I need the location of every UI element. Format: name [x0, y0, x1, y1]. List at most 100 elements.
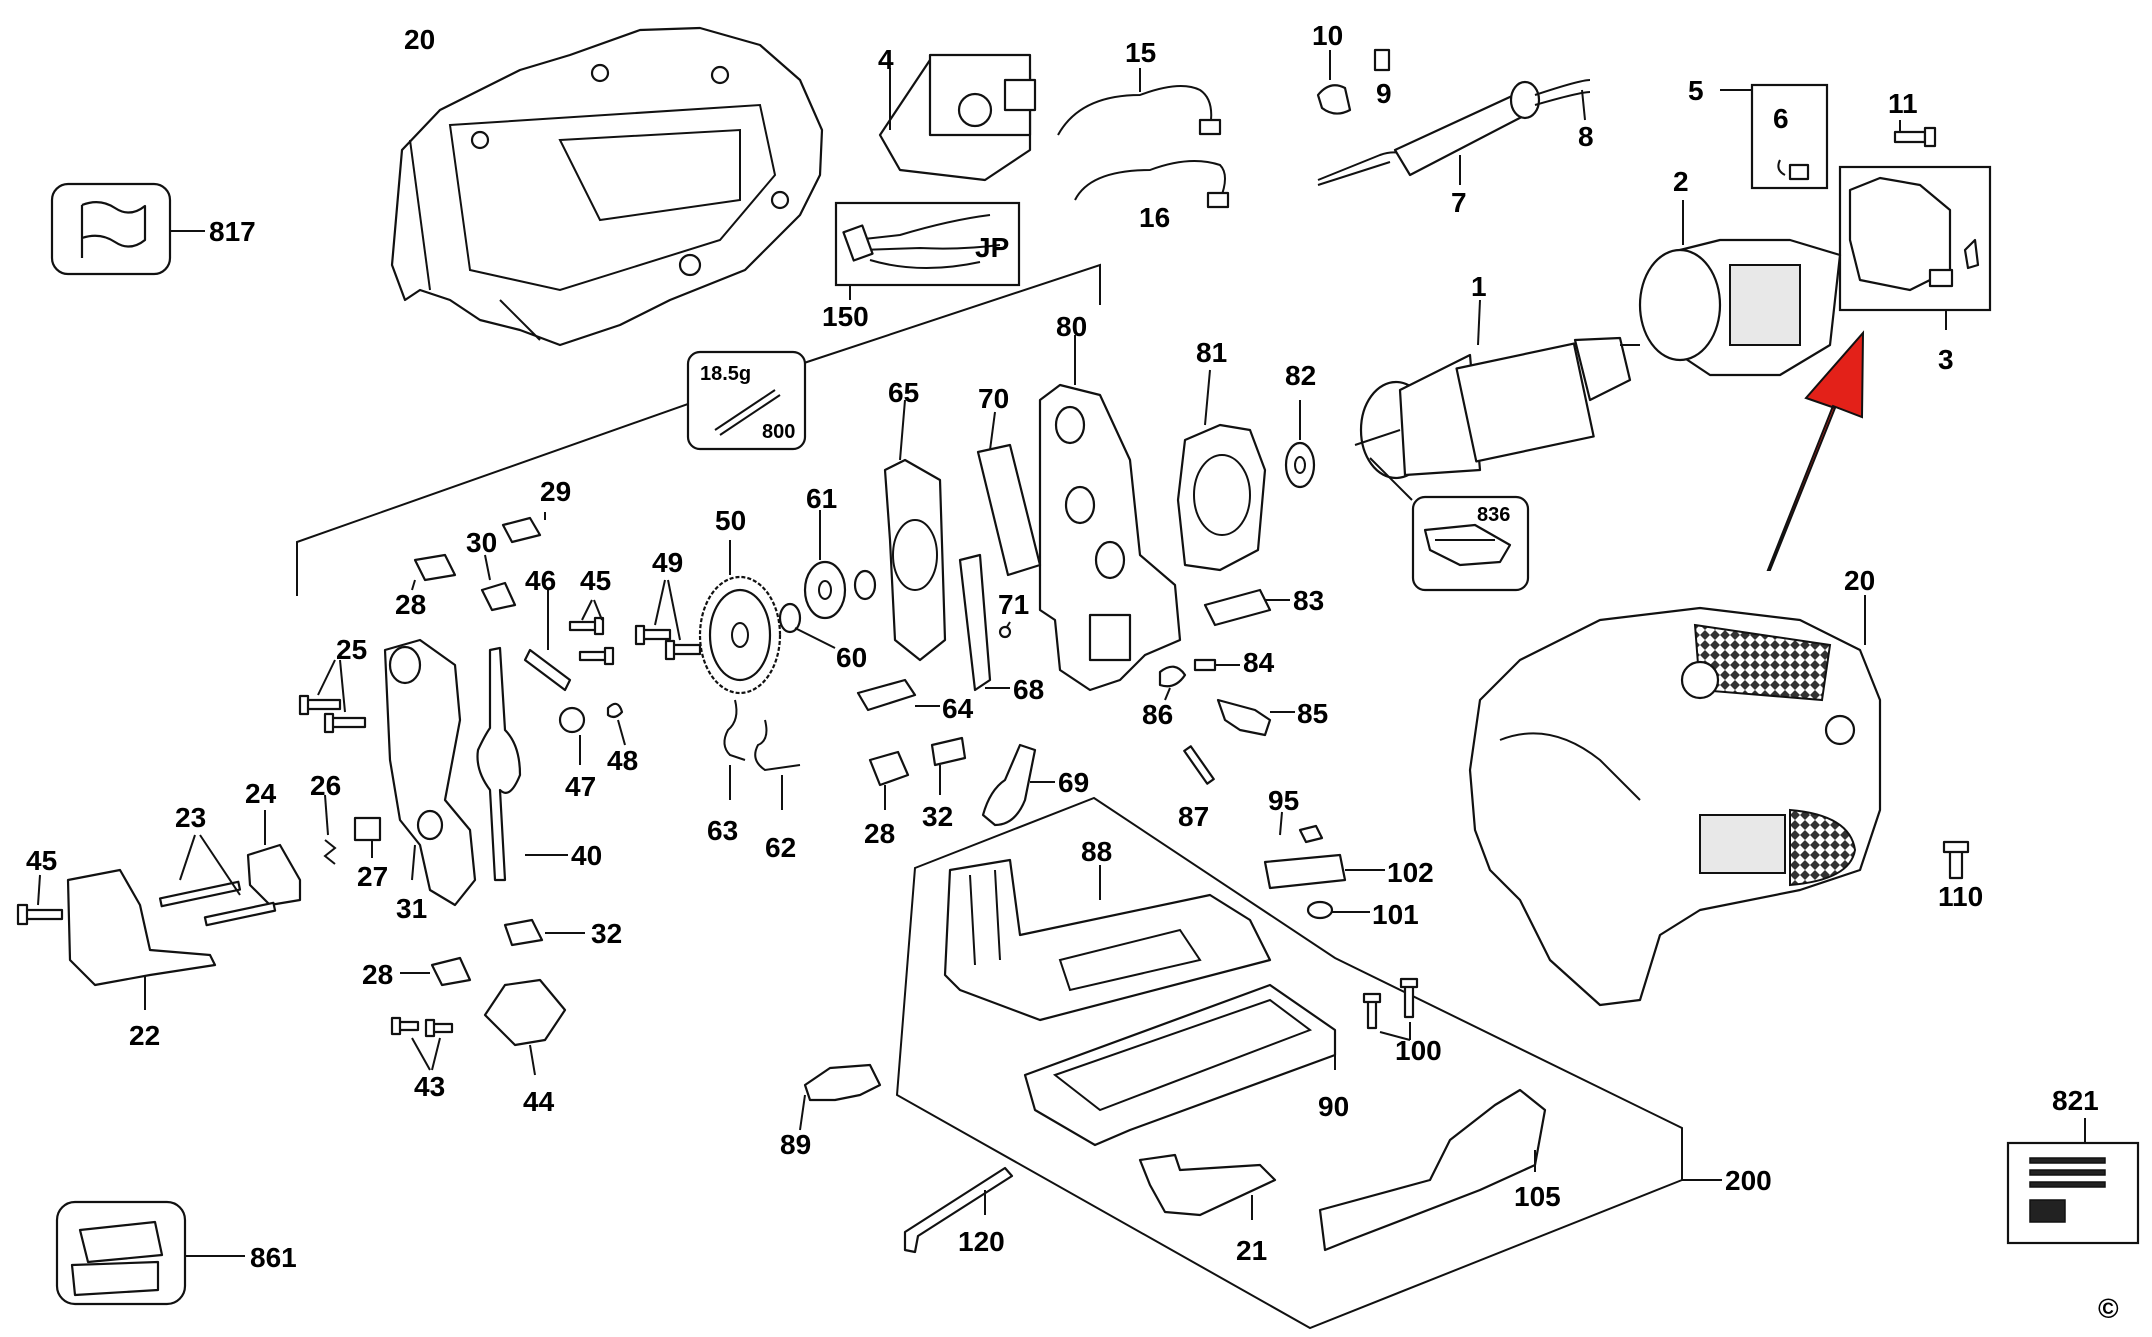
hex-key-120: [903, 1166, 1014, 1254]
label-46: 46: [525, 565, 556, 596]
power-cord: [1317, 79, 1591, 186]
pin-87: [1183, 745, 1215, 785]
pad-28-mid: [868, 750, 910, 787]
label-120: 120: [958, 1226, 1005, 1257]
label-95: 95: [1268, 785, 1299, 816]
housing-half-left: [390, 26, 824, 347]
label-61: 61: [806, 483, 837, 514]
label-23: 23: [175, 802, 206, 833]
label-81: 81: [1196, 337, 1227, 368]
link-46: [523, 648, 572, 692]
bearing-82: [1284, 441, 1316, 489]
label-861: 861: [250, 1242, 297, 1273]
label-110: 110: [1938, 881, 1983, 912]
pad-32-mid: [930, 736, 967, 767]
label-22: 22: [129, 1020, 160, 1051]
label-71: 71: [998, 589, 1029, 620]
label-28-top: 28: [395, 589, 426, 620]
label-64: 64: [942, 693, 974, 724]
block-27: [353, 816, 382, 842]
label-grease: 18.5g: [700, 363, 751, 385]
label-45-left: 45: [26, 845, 57, 876]
label-84: 84: [1243, 647, 1275, 678]
label-85: 85: [1297, 698, 1328, 729]
label-10: 10: [1312, 20, 1343, 51]
label-jp: JP: [975, 232, 1009, 263]
nut-95: [1298, 824, 1324, 844]
label-80: 80: [1056, 311, 1087, 342]
screws-45-top: [568, 616, 615, 666]
screws-43: [390, 1016, 454, 1038]
label-90: 90: [1318, 1091, 1349, 1122]
label-105: 105: [1514, 1181, 1561, 1212]
block-30: [480, 581, 517, 612]
clip-48: [606, 702, 624, 719]
label-65: 65: [888, 377, 919, 408]
label-4: 4: [878, 44, 894, 75]
sole-plate-88: [943, 858, 1272, 1022]
label-63: 63: [707, 815, 738, 846]
label-102: 102: [1387, 857, 1434, 888]
pad-28-bottom: [430, 956, 472, 987]
label-60: 60: [836, 642, 867, 673]
clip-89: [803, 1063, 882, 1102]
label-6: 6: [1773, 103, 1789, 134]
label-20-right: 20: [1844, 565, 1875, 596]
label-200: 200: [1725, 1165, 1772, 1196]
label-45-top: 45: [580, 565, 611, 596]
knob-85: [1216, 698, 1272, 737]
guard-22: [66, 868, 217, 987]
label-82: 82: [1285, 360, 1316, 391]
label-836: 836: [1477, 504, 1510, 526]
plunger-rod-40: [476, 646, 522, 882]
label-32-bottom: 32: [591, 918, 622, 949]
label-800: 800: [762, 421, 795, 443]
plate-102: [1263, 853, 1347, 890]
label-7: 7: [1451, 187, 1467, 218]
label-3: 3: [1938, 344, 1954, 375]
label-30: 30: [466, 527, 497, 558]
box-800: [686, 350, 807, 451]
gearbox-group-line: [296, 263, 1101, 596]
label-49: 49: [652, 547, 683, 578]
label-70: 70: [978, 383, 1009, 414]
chip-deflector-21: [1138, 1153, 1277, 1217]
label-44: 44: [523, 1086, 555, 1117]
label-15: 15: [1125, 37, 1156, 68]
label-26: 26: [310, 770, 341, 801]
label-24: 24: [245, 778, 277, 809]
label-68: 68: [1013, 674, 1044, 705]
label-27: 27: [357, 861, 388, 892]
bearing-61: [803, 560, 847, 620]
label-83: 83: [1293, 585, 1324, 616]
label-88: 88: [1081, 836, 1112, 867]
wire-form-63: [723, 699, 746, 761]
pad-32-bottom: [503, 918, 544, 947]
label-69: 69: [1058, 767, 1089, 798]
plate-70: [976, 443, 1042, 577]
label-29: 29: [540, 476, 571, 507]
baffle-81: [1176, 423, 1267, 572]
gear-case-80: [1038, 383, 1182, 692]
label-62: 62: [765, 832, 796, 863]
plate-65: [883, 458, 947, 662]
label-817: 817: [209, 216, 256, 247]
label-1: 1: [1471, 271, 1487, 302]
part-64: [856, 678, 917, 712]
flag-icon: [80, 201, 147, 258]
label-47: 47: [565, 771, 596, 802]
label-21: 21: [1236, 1235, 1267, 1266]
label-16: 16: [1139, 202, 1170, 233]
label-8: 8: [1578, 121, 1594, 152]
plate-83: [1203, 588, 1272, 627]
label-11: 11: [1888, 88, 1918, 119]
clip-86: [1158, 665, 1187, 688]
screw-11: [1893, 130, 1927, 144]
wire-form-62: [754, 719, 801, 772]
label-20-top: 20: [404, 24, 435, 55]
label-48: 48: [607, 745, 638, 776]
label-28-mid: 28: [864, 818, 895, 849]
lever-69: [981, 743, 1037, 827]
screws-100: [1362, 977, 1419, 1030]
